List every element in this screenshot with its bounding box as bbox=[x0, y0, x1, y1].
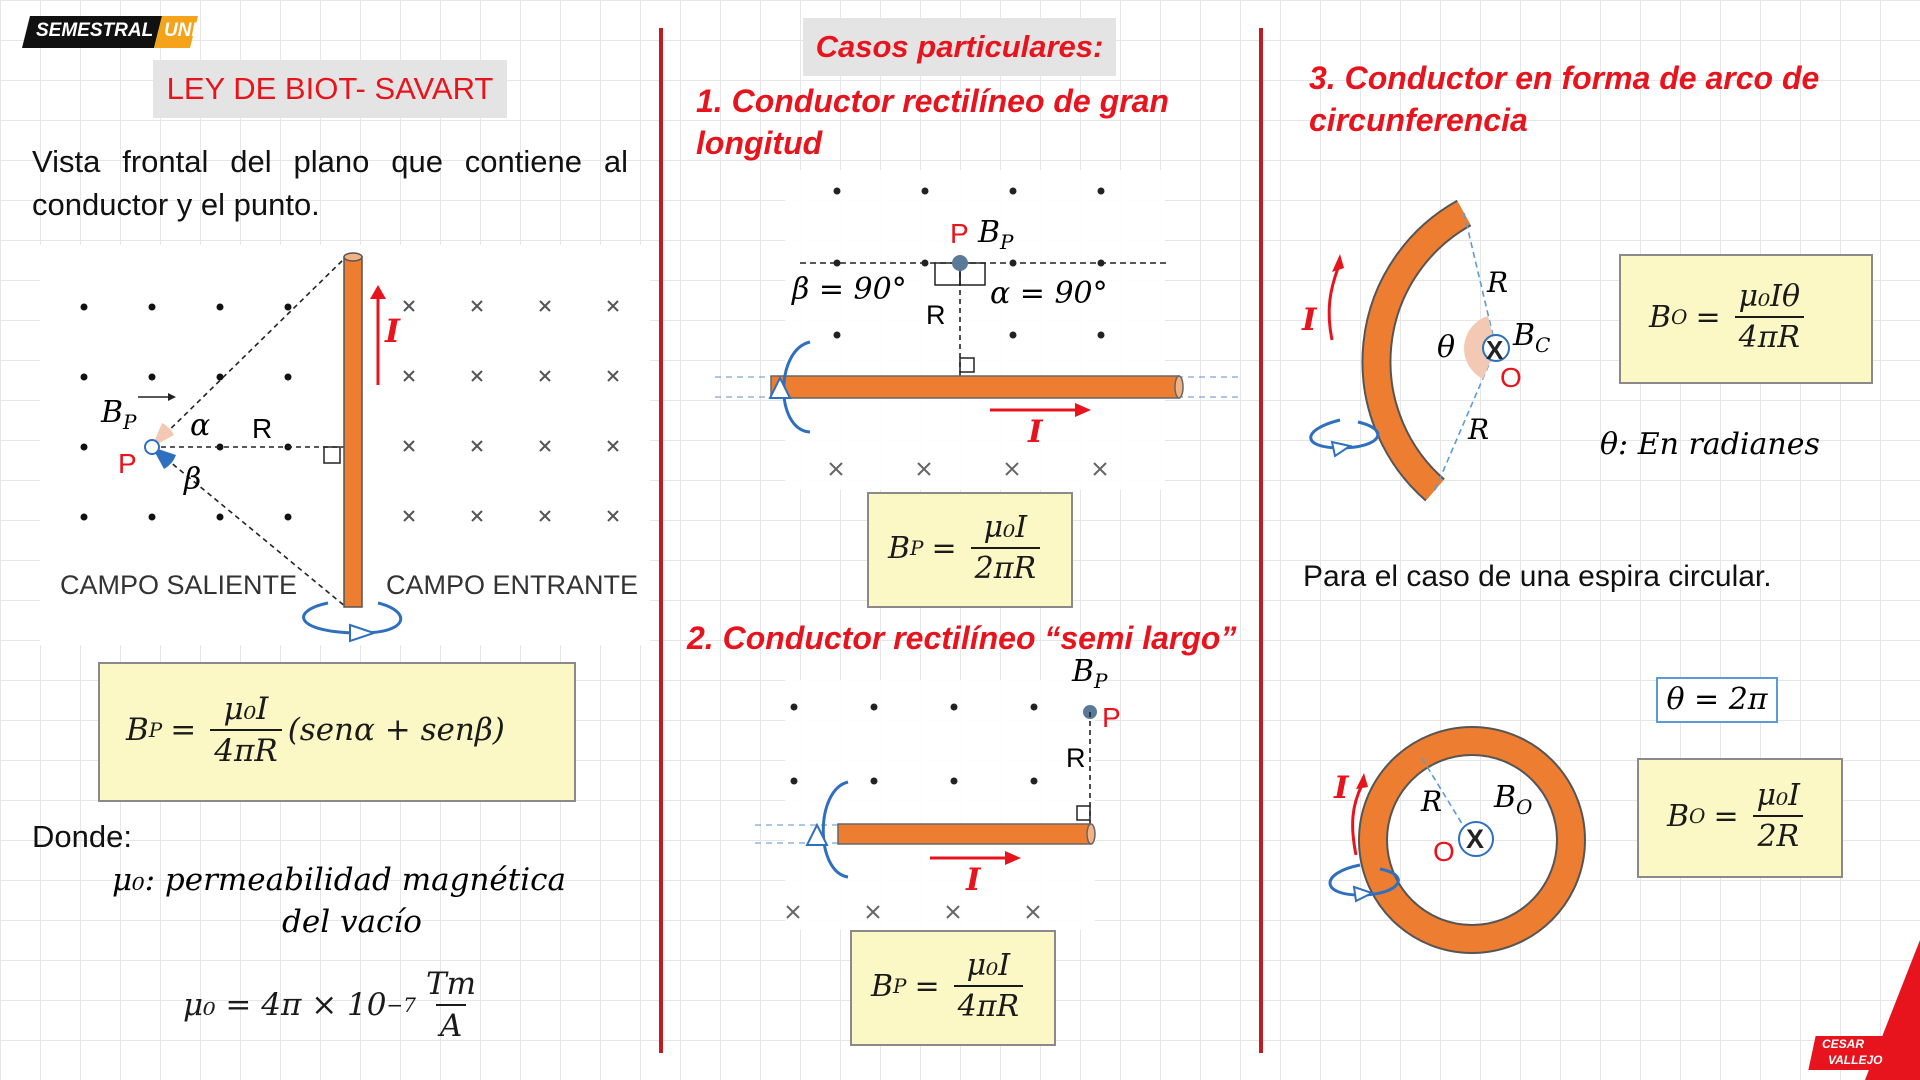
column-divider-2 bbox=[1259, 28, 1263, 1053]
label-i: I bbox=[385, 312, 400, 350]
label-r: R bbox=[252, 413, 273, 444]
case2-formula-box bbox=[850, 930, 1056, 1046]
theta-note: θ: En radianes bbox=[1600, 427, 1820, 462]
arc-diagram bbox=[1309, 199, 1510, 502]
field-in-crosses bbox=[403, 300, 619, 522]
case1-title-line1: 1. Conductor rectilíneo de gran bbox=[696, 83, 1169, 119]
column-divider-1 bbox=[659, 28, 663, 1053]
footer-logo-line2: VALLEJO bbox=[1828, 1053, 1883, 1067]
arc-label-o: O bbox=[1500, 362, 1522, 393]
logo-uni: UNI bbox=[164, 20, 197, 41]
case2-title: 2. Conductor rectilíneo “semi largo” bbox=[687, 620, 1237, 656]
logo-semestral: SEMESTRAL bbox=[36, 20, 154, 41]
label-bp: BP bbox=[101, 395, 137, 434]
mu-definition-line1: μ₀: permeabilidad magnética bbox=[112, 862, 566, 898]
case3-title-line1: 3. Conductor en forma de arco de bbox=[1309, 60, 1820, 96]
biot-savart-diagram bbox=[40, 245, 650, 645]
loop-label-r: R bbox=[1421, 785, 1443, 818]
loop-x-icon: X bbox=[1466, 824, 1485, 854]
geometry-lines bbox=[151, 256, 347, 608]
arc-label-r-top: R bbox=[1487, 266, 1509, 299]
cases-title-box bbox=[803, 18, 1116, 76]
case2-label-bp: BP bbox=[1072, 654, 1108, 693]
case1-label-r: R bbox=[926, 300, 946, 330]
arc-x-icon: X bbox=[1486, 335, 1504, 365]
beta-angle bbox=[152, 447, 176, 469]
arc-label-bc: BC bbox=[1513, 318, 1551, 357]
case1-label-i: I bbox=[1028, 414, 1043, 450]
right-angle-mark bbox=[323, 446, 341, 464]
case2-label-p: P bbox=[1102, 702, 1121, 733]
arc-label-r-bottom: R bbox=[1468, 413, 1490, 446]
case3-title-line2: circunferencia bbox=[1309, 102, 1528, 138]
loop-diagram bbox=[1328, 726, 1586, 954]
case1-label-bp: BP bbox=[978, 215, 1014, 254]
case2-label-i: I bbox=[966, 862, 981, 898]
case1-formula-box bbox=[867, 492, 1073, 608]
arc-label-theta: θ bbox=[1437, 330, 1456, 365]
mu-definition-line2: del vacío bbox=[282, 904, 422, 940]
case1-label-alpha: α = 90° bbox=[990, 276, 1108, 311]
formula-box-general bbox=[98, 662, 576, 802]
label-p: P bbox=[118, 448, 137, 479]
label-donde: Donde: bbox=[32, 819, 132, 854]
case1-diagram bbox=[715, 170, 1240, 490]
page-title: LEY DE BIOT- SAVART bbox=[166, 71, 494, 106]
label-campo-saliente: CAMPO SALIENTE bbox=[60, 570, 298, 600]
loop-formula-box bbox=[1637, 758, 1843, 878]
point-p-marker bbox=[144, 439, 160, 455]
loop-text: Para el caso de una espira circular. bbox=[1303, 560, 1772, 593]
wire-conductor bbox=[343, 256, 363, 608]
label-campo-entrante: CAMPO ENTRANTE bbox=[386, 570, 639, 600]
case1-label-beta: β = 90° bbox=[792, 272, 907, 307]
loop-label-i: I bbox=[1334, 770, 1349, 806]
case2-diagram bbox=[755, 680, 1097, 930]
loop-label-bo: BO bbox=[1494, 780, 1533, 819]
arc-formula-box bbox=[1619, 254, 1873, 384]
theta-value-box: θ = 2π bbox=[1656, 677, 1778, 723]
intro-text: Vista frontal del plano que contiene al … bbox=[32, 144, 628, 222]
arc-label-i: I bbox=[1302, 302, 1317, 338]
case1-label-p: P bbox=[950, 218, 969, 249]
label-alpha: α bbox=[190, 408, 211, 443]
semestral-uni-logo: SEMESTRAL UNI bbox=[22, 16, 198, 48]
footer-logo-line1: CESAR bbox=[1822, 1037, 1865, 1051]
case1-title-line2: longitud bbox=[696, 125, 823, 161]
cases-title: Casos particulares: bbox=[815, 29, 1104, 64]
loop-label-o: O bbox=[1433, 836, 1455, 867]
label-beta: β bbox=[184, 462, 202, 497]
title-box bbox=[153, 60, 507, 118]
alpha-angle bbox=[152, 423, 174, 447]
case2-label-r: R bbox=[1066, 743, 1086, 773]
